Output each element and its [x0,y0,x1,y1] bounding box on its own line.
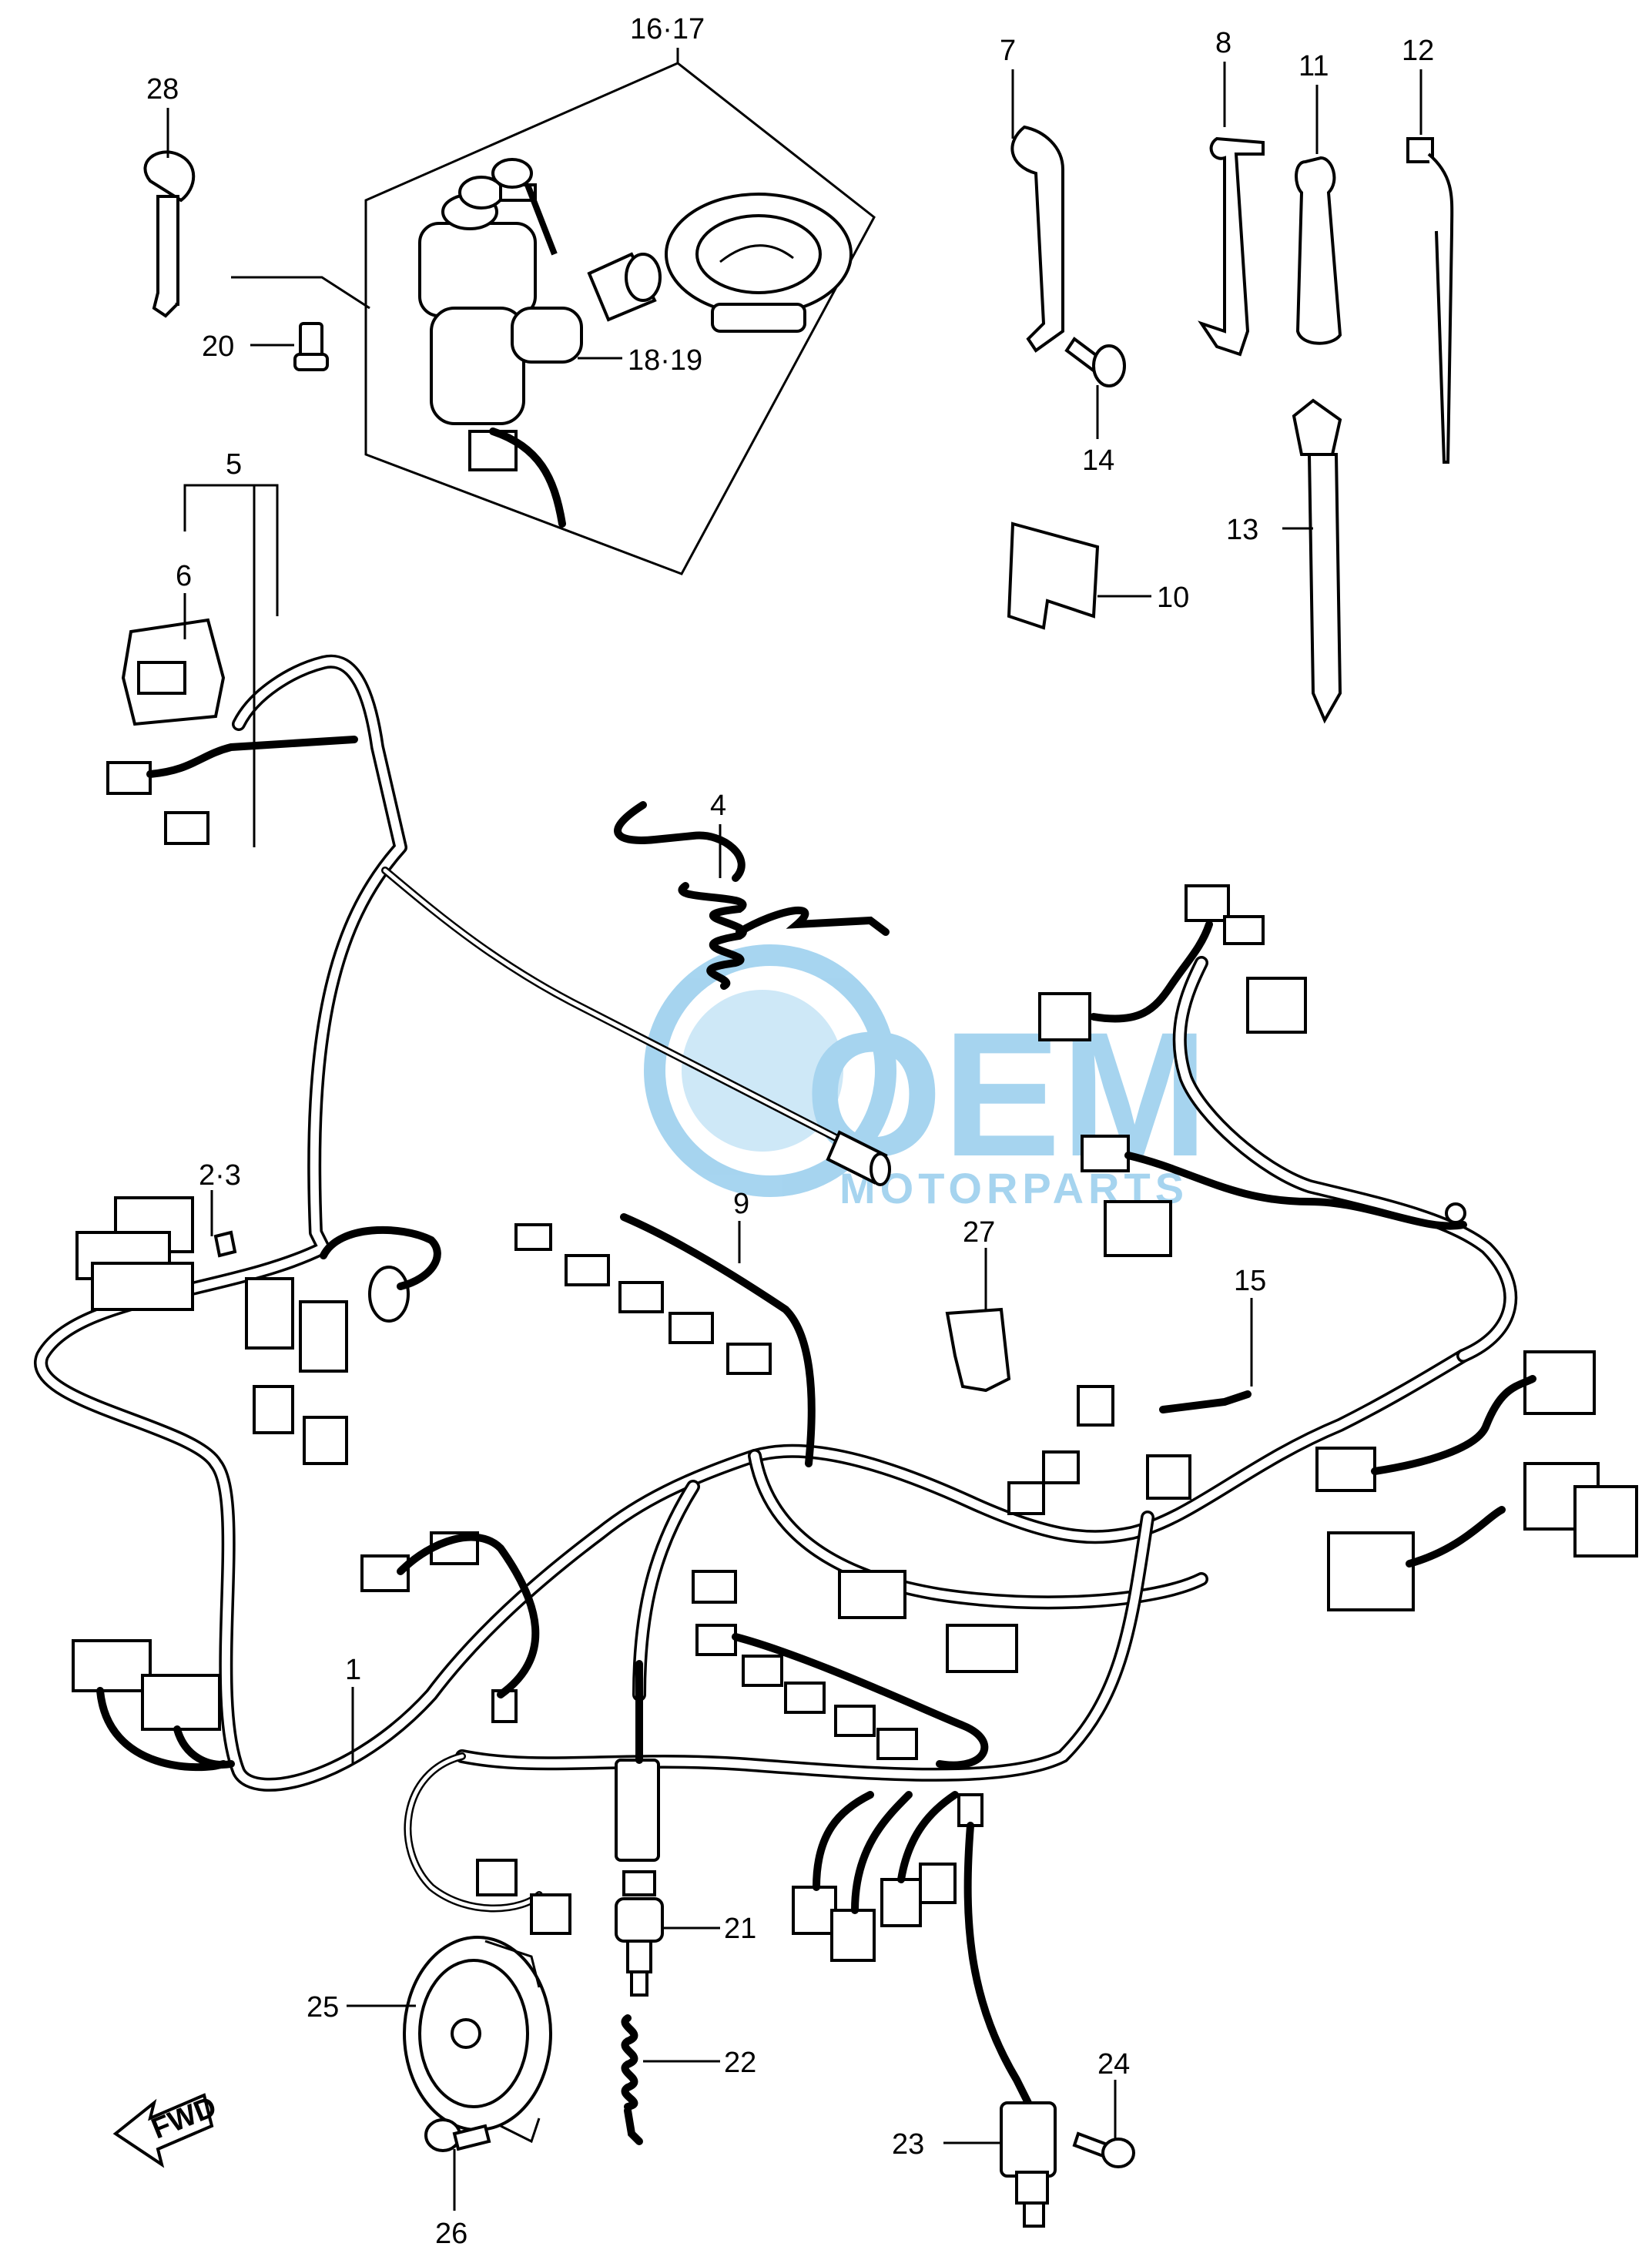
callout-24[interactable]: 24 [1097,2048,1130,2081]
pad-10[interactable] [1007,521,1151,630]
callout-5[interactable]: 5 [226,448,242,481]
connector-cluster-lower-center[interactable] [360,1531,1018,1723]
connector-row-9[interactable] [514,1213,816,1467]
switch-bracket[interactable] [511,307,583,364]
callout-4[interactable]: 4 [710,790,726,822]
fwd-arrow-icon [112,2093,214,2168]
bolt-20[interactable] [231,276,370,371]
spring-22[interactable] [621,2014,720,2145]
key-28[interactable] [143,108,196,318]
callout-28[interactable]: 28 [146,73,179,106]
cable-tie-12[interactable] [1406,69,1454,464]
switch-21[interactable] [615,1660,720,1997]
harness-leader-lines [183,484,1253,1764]
watermark-globe-ring [644,944,896,1197]
main-wire-harness[interactable] [34,654,1518,1913]
callout-13[interactable]: 13 [1226,514,1258,546]
callout-11[interactable]: 11 [1298,50,1329,82]
bolt-26[interactable] [424,2118,491,2211]
callout-16-17[interactable]: 16·17 [630,13,705,45]
connector-row-lower[interactable] [695,1624,989,1769]
connector-pair-lower-left[interactable] [72,1639,235,1772]
callout-1[interactable]: 1 [345,1654,361,1686]
ignition-key-icon [458,158,558,256]
callout-7[interactable]: 7 [1000,35,1016,67]
connector-cluster-center[interactable] [1007,1385,1252,1515]
sensor-23[interactable] [943,1822,1057,2228]
callout-14[interactable]: 14 [1082,444,1114,477]
watermark-globe [682,990,843,1152]
fuel-cap[interactable] [665,193,853,333]
bolt-24[interactable] [1072,2080,1135,2168]
ignition-switch-kit[interactable] [364,48,876,575]
clamp-7[interactable] [1010,69,1064,353]
harness-tube-end[interactable] [826,1130,891,1186]
horn-25[interactable] [347,1936,552,2144]
clamp-8[interactable] [1198,62,1265,357]
callout-8[interactable]: 8 [1215,27,1231,59]
callout-10[interactable]: 10 [1157,582,1189,614]
connector-6[interactable] [121,618,226,726]
connector-2-3[interactable] [75,1196,237,1311]
callout-labels: 16·17 28 20 18·19 7 8 11 12 14 13 10 5 6… [146,13,1434,2250]
callout-23[interactable]: 23 [892,2128,924,2161]
callout-21[interactable]: 21 [724,1913,756,1945]
connector-pair-upper-left[interactable] [106,736,358,845]
callout-12[interactable]: 12 [1402,35,1434,67]
lock-cylinder[interactable] [587,252,662,322]
connector-group-bottom[interactable] [476,1791,983,1962]
cable-tie-13[interactable] [1282,398,1342,724]
callout-20[interactable]: 20 [202,330,234,363]
callout-9[interactable]: 9 [733,1188,749,1220]
callout-6[interactable]: 6 [176,560,192,592]
callout-26[interactable]: 26 [435,2218,467,2250]
connector-cluster-top-right[interactable] [1038,884,1467,1257]
spring-4[interactable] [614,801,890,990]
callout-27[interactable]: 27 [963,1216,995,1249]
bolt-14[interactable] [1064,337,1126,439]
connector-cluster-right[interactable] [1315,1350,1638,1611]
callout-22[interactable]: 22 [724,2047,756,2079]
relay-27[interactable] [945,1307,1011,1393]
callout-15[interactable]: 15 [1234,1265,1266,1297]
callout-2-3[interactable]: 2·3 [199,1159,241,1192]
ignition-switch[interactable] [418,193,566,528]
clamp-11[interactable] [1295,85,1342,345]
kit-outline [364,62,876,575]
forward-direction-arrow: FWD [112,2091,221,2168]
connector-cluster-center-left[interactable] [245,1226,441,1465]
callout-18-19[interactable]: 18·19 [628,344,702,377]
callout-25[interactable]: 25 [307,1991,339,2024]
